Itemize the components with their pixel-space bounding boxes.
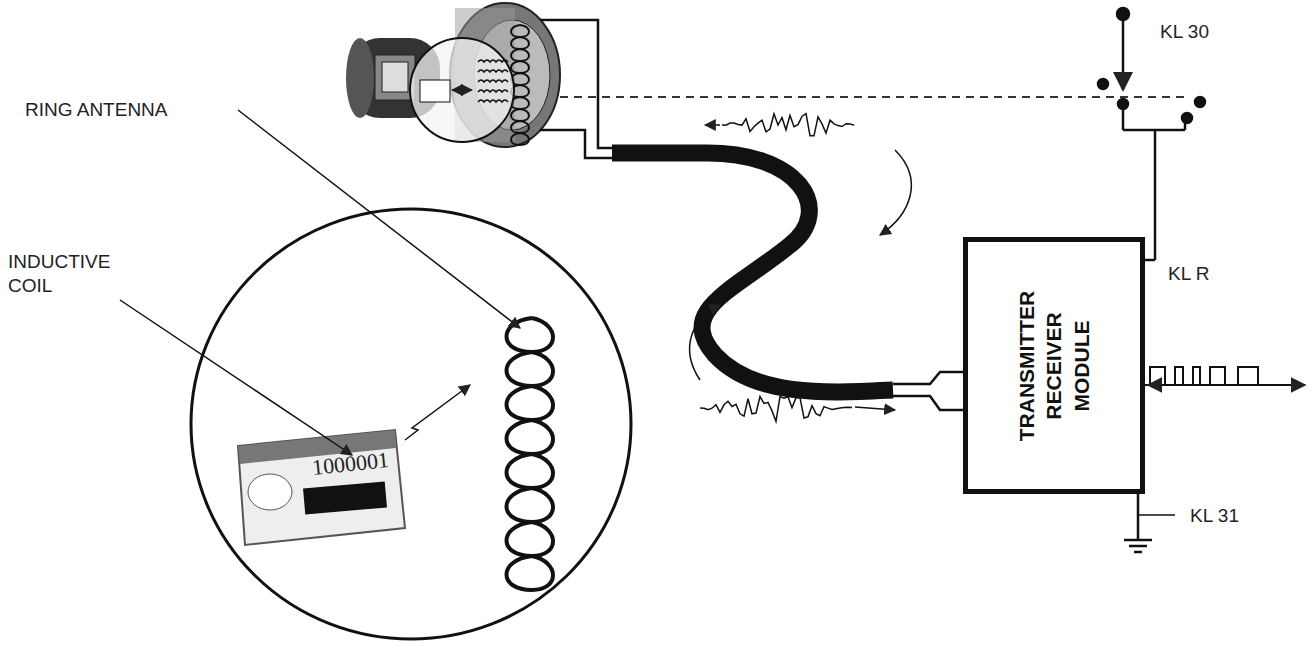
- stroke: [511, 109, 529, 121]
- stroke: [507, 420, 554, 454]
- ignition-switch: [1098, 8, 1205, 260]
- stroke: [511, 121, 529, 133]
- rf-signal: [700, 114, 854, 422]
- stroke: [507, 454, 554, 488]
- stroke: [511, 49, 529, 61]
- lock-cylinder: [346, 3, 560, 147]
- stroke: [700, 397, 852, 422]
- stroke: [478, 70, 508, 72]
- field-waves: [478, 60, 508, 102]
- stroke: [511, 25, 529, 37]
- stroke: [722, 114, 854, 136]
- stroke: [511, 61, 529, 73]
- stroke: [507, 556, 554, 590]
- ring-antenna-coil: [507, 318, 554, 590]
- module-label: TRANSMITTER RECEIVER MODULE: [1013, 281, 1095, 451]
- stroke: [478, 100, 508, 102]
- ground-symbol: [1124, 494, 1175, 552]
- magnified-view: [191, 209, 631, 639]
- stroke: [478, 80, 508, 82]
- module-wire: [893, 372, 963, 410]
- leader-line: [120, 300, 352, 455]
- part-label: RING ANTENNA: [25, 98, 168, 122]
- terminal-label: KL R: [1168, 262, 1210, 286]
- transponder: [238, 430, 405, 545]
- stroke: [511, 133, 529, 145]
- stroke: [478, 90, 508, 92]
- stroke: [507, 352, 554, 386]
- data-signal: [1145, 367, 1272, 385]
- stroke: [507, 386, 554, 420]
- leader-line: [238, 110, 520, 328]
- terminal-label: KL 31: [1190, 504, 1239, 528]
- stroke: [511, 37, 529, 49]
- magnifier-spot: [410, 38, 514, 142]
- antenna-cable: [612, 153, 893, 392]
- part-label: INDUCTIVE COIL: [8, 250, 148, 298]
- stroke: [507, 522, 554, 556]
- antenna-wire: [540, 130, 615, 158]
- key-chip: [420, 80, 450, 102]
- stroke: [478, 60, 508, 62]
- terminal-label: KL 30: [1160, 20, 1209, 44]
- signal-spark: [405, 385, 470, 440]
- module-box: TRANSMITTER RECEIVER MODULE: [963, 237, 1145, 494]
- mechanical-link: [560, 96, 1190, 98]
- stroke: [507, 488, 554, 522]
